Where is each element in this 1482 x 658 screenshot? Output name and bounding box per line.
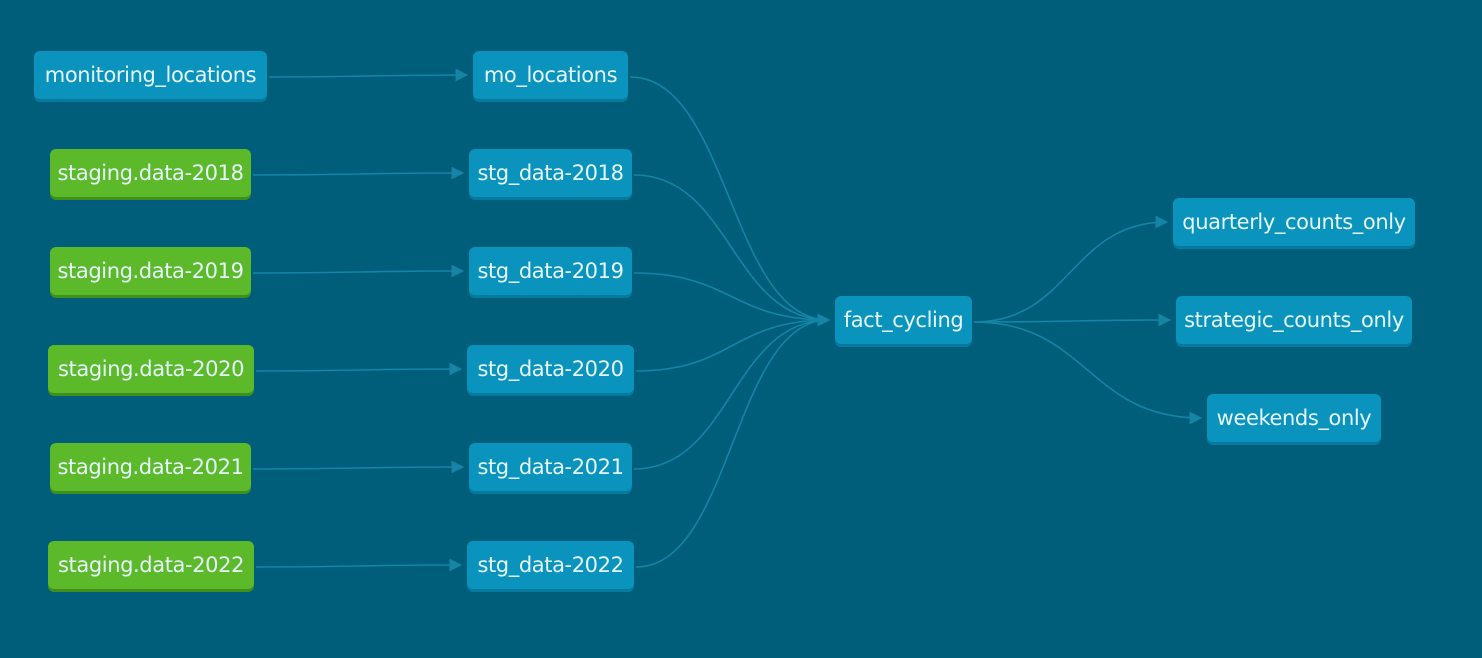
node-staging-data-2020[interactable]: staging.data-2020 xyxy=(48,345,254,393)
node-mo-locations[interactable]: mo_locations xyxy=(473,51,628,99)
node-monitoring-locations[interactable]: monitoring_locations xyxy=(34,51,267,99)
node-stg-data-2021[interactable]: stg_data-2021 xyxy=(469,443,632,491)
edge-staging_2019-to-stg_2019 xyxy=(252,264,465,278)
edge-fact_cycling-to-weekends xyxy=(973,321,1203,425)
node-fact-cycling[interactable]: fact_cycling xyxy=(835,296,972,344)
edge-stg_2018-to-fact_cycling xyxy=(633,174,831,327)
edge-fact_cycling-to-quarterly xyxy=(973,215,1169,323)
edge-stg_2021-to-fact_cycling xyxy=(633,313,831,470)
node-weekends-only[interactable]: weekends_only xyxy=(1207,394,1381,442)
node-stg-data-2020[interactable]: stg_data-2020 xyxy=(467,345,634,393)
node-strategic-counts-only[interactable]: strategic_counts_only xyxy=(1176,296,1412,344)
edge-stg_2019-to-fact_cycling xyxy=(633,272,831,327)
node-staging-data-2021[interactable]: staging.data-2021 xyxy=(50,443,251,491)
edge-staging_2020-to-stg_2020 xyxy=(255,362,463,376)
node-stg-data-2019[interactable]: stg_data-2019 xyxy=(469,247,632,295)
node-quarterly-counts-only[interactable]: quarterly_counts_only xyxy=(1173,198,1415,246)
edge-staging_2021-to-stg_2021 xyxy=(252,460,465,474)
edge-mo_locations-to-fact_cycling xyxy=(629,76,831,327)
edge-stg_2020-to-fact_cycling xyxy=(635,313,831,372)
edge-stg_2022-to-fact_cycling xyxy=(635,313,831,568)
edge-monitoring_locations-to-mo_locations xyxy=(268,68,469,82)
node-stg-data-2022[interactable]: stg_data-2022 xyxy=(467,541,634,589)
edge-fact_cycling-to-strategic xyxy=(973,313,1172,327)
node-staging-data-2018[interactable]: staging.data-2018 xyxy=(50,149,251,197)
node-stg-data-2018[interactable]: stg_data-2018 xyxy=(469,149,632,197)
edge-staging_2018-to-stg_2018 xyxy=(252,166,465,180)
node-staging-data-2019[interactable]: staging.data-2019 xyxy=(50,247,251,295)
edge-staging_2022-to-stg_2022 xyxy=(255,558,463,572)
node-staging-data-2022[interactable]: staging.data-2022 xyxy=(48,541,254,589)
